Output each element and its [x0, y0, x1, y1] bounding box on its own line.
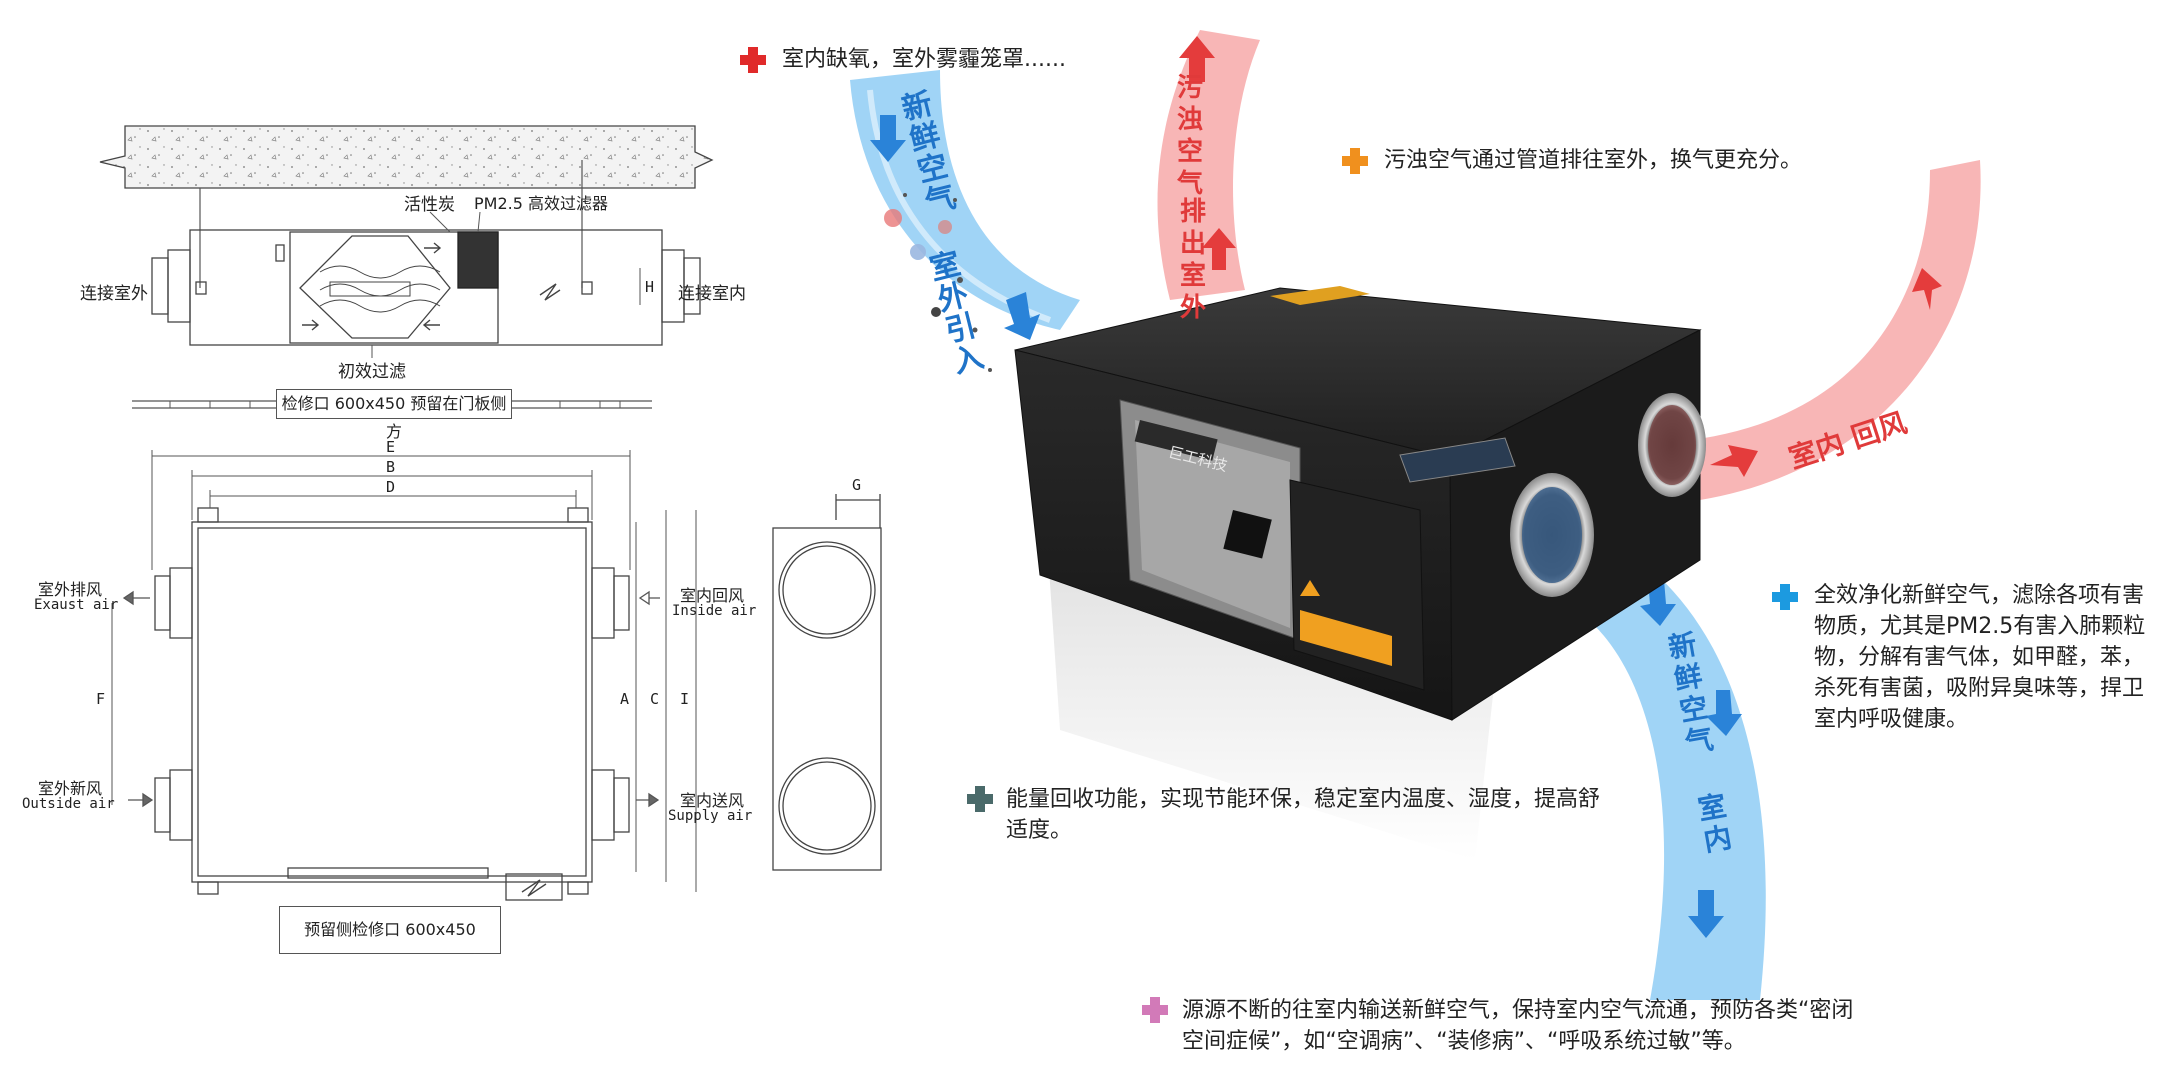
erv-unit — [1014, 286, 1706, 721]
dim-d-label: D — [386, 478, 396, 496]
connect-indoor-label: 连接室内 — [678, 284, 746, 304]
access-port-note-bottom: 预留侧检修口 600x450 — [279, 906, 501, 954]
return-flow — [1690, 160, 1981, 500]
return-air-en-label: Inside air — [672, 603, 757, 619]
unit-side-view — [151, 229, 701, 346]
dim-c-label: C — [650, 690, 660, 708]
access-port-note-top: 检修口 600x450 预留在门板侧方 — [276, 389, 512, 441]
bullet-icons — [740, 47, 1798, 1023]
dim-f-label: F — [96, 690, 106, 708]
note-fresh-supply: 源源不断的往室内输送新鲜空气，保持室内空气流通，预防各类“密闭空间症候”，如“空… — [1182, 998, 1854, 1054]
connect-outdoor-label: 连接室外 — [80, 284, 148, 304]
note-purification: 全效净化新鲜空气，滤除各项有害物质，尤其是PM2.5有害入肺颗粒物，分解有害气体… — [1814, 583, 2146, 732]
dim-g-label: G — [852, 476, 862, 494]
supply-flow — [1560, 520, 1766, 1000]
unit-plan-view — [154, 507, 630, 901]
ceiling-slab — [99, 125, 714, 189]
note-energy-recovery: 能量回收功能，实现节能环保，稳定室内温度、湿度，提高舒适度。 — [1006, 787, 1601, 843]
supply-air-cn-label: 室内送风 — [680, 791, 745, 810]
dim-i-label: I — [680, 690, 690, 708]
exhaust-label-1: 污浊空气 — [1176, 73, 1203, 199]
return-air-cn-label: 室内回风 — [680, 586, 745, 605]
activated-carbon-label: 活性炭 — [404, 195, 455, 215]
note-indoor-oxygen: 室内缺氧，室外雾霾笼罩...... — [782, 47, 1066, 72]
primary-filter-label: 初效过滤 — [338, 362, 406, 382]
exhaust-air-en-label: Exaust air — [34, 597, 119, 613]
exhaust-label-2: 排出室外 — [1179, 197, 1206, 323]
pm25-filter-label: PM2.5 高效过滤器 — [474, 194, 608, 213]
exhaust-flow — [1157, 30, 1260, 300]
dim-h-label: H — [645, 278, 655, 296]
airflow-illustration — [740, 30, 1981, 1023]
outside-air-en-label: Outside air — [22, 796, 115, 812]
exhaust-air-cn-label: 室外排风 — [38, 580, 103, 599]
outside-air-cn-label: 室外新风 — [38, 779, 103, 798]
pollution-particles — [884, 193, 992, 372]
dim-a-label: A — [620, 690, 630, 708]
unit-end-view — [772, 494, 882, 871]
supply-air-en-label: Supply air — [668, 808, 753, 824]
fresh-intake-flow — [850, 70, 1080, 330]
dim-e-label: E — [386, 438, 396, 456]
note-exhaust: 污浊空气通过管道排往室外，换气更充分。 — [1384, 148, 1803, 173]
dim-b-label: B — [386, 458, 396, 476]
